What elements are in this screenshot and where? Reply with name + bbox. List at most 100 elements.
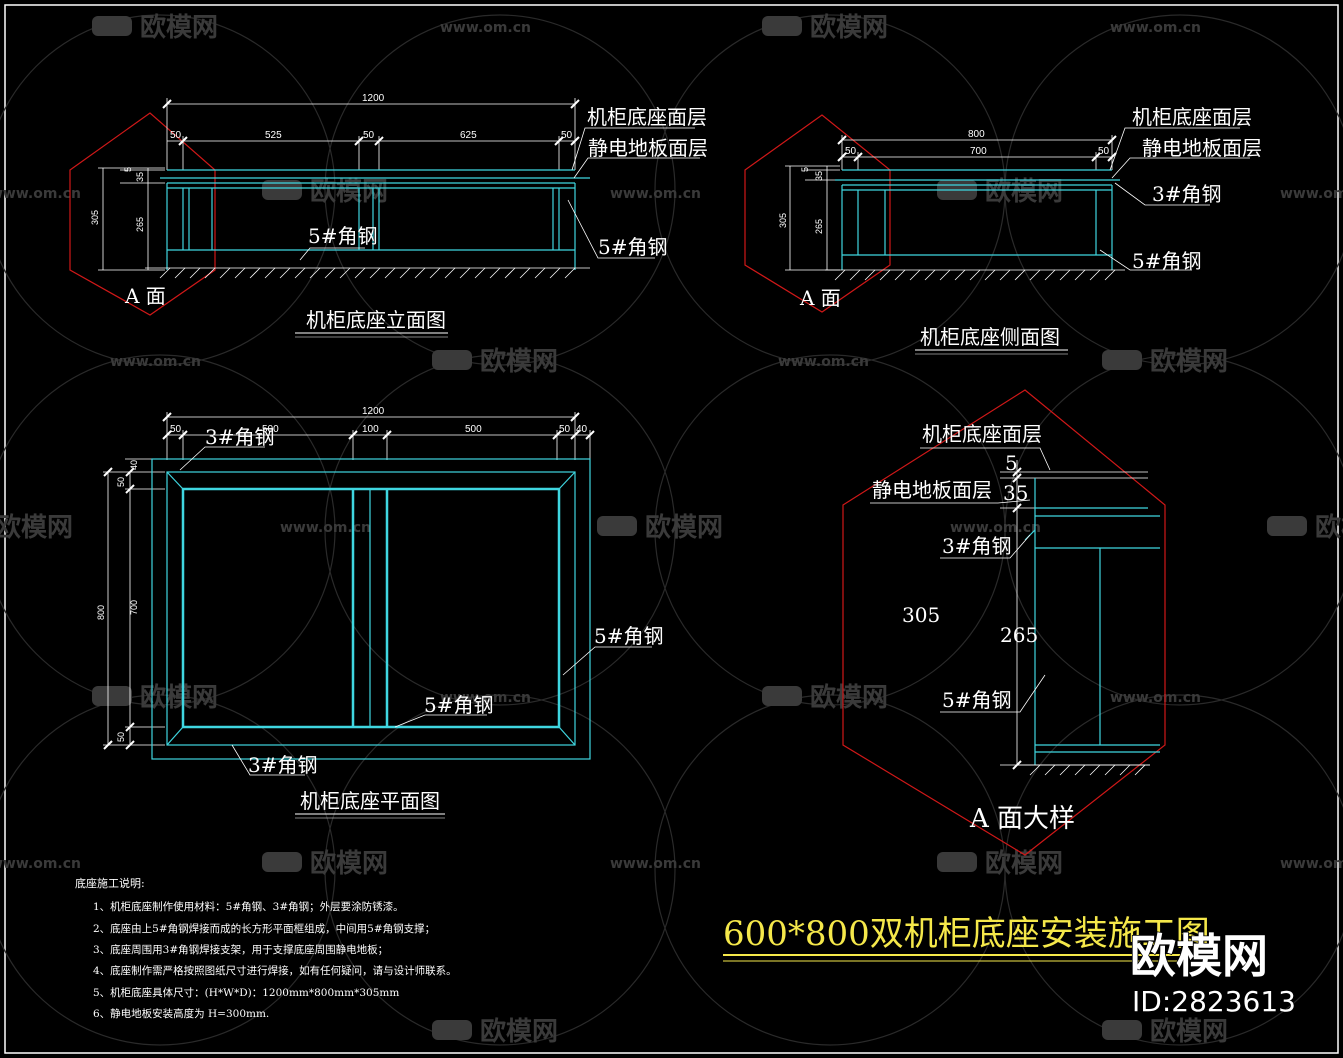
watermark-logo: 欧模网 [985,176,1063,207]
detail-callout-hexagon [69,112,216,316]
watermark-logo: 欧模网 [140,682,218,713]
dimension-value: 100 [362,424,379,435]
watermark-logo: 欧模网 [310,176,388,207]
label-top-layer: 机柜底座面层 [587,105,707,129]
watermark-url: www.om.cn [1280,186,1343,202]
dimension-value: 500 [262,424,279,435]
notes-item: 4、底座制作需严格按照图纸尺寸进行焊接，如有任何疑问，请与设计师联系。 [93,964,457,977]
watermark-logo: 欧模网 [1315,512,1343,543]
dimension-value: 50 [170,130,182,141]
watermark-url: www.om.cn [440,690,531,706]
dimension-depth: 50 [116,477,126,487]
dimension-depth: 800 [96,605,106,620]
dimension-height: 5 [123,167,133,172]
watermark-logo: 欧模网 [480,1016,558,1047]
elevation-view: 1200 50 525 50 625 50 305 265 5 35 [69,93,708,338]
detail-callout-hexagon [842,389,1166,856]
watermark-url: www.om.cn [950,520,1041,536]
dimension-depth: 700 [129,600,139,615]
notes-item: 3、底座周围用3#角钢焊接支架，用于支撑底座周围静电地板； [93,943,388,956]
watermark-logo: 欧模网 [810,682,888,713]
dimension-height: 35 [814,171,824,181]
dimension-depth: 50 [116,732,126,742]
watermark-logo: 欧模网 [480,346,558,377]
brand-logo: 欧模网 [1130,929,1268,983]
dimension-value: 5 [1005,451,1018,475]
face-label: A 面 [799,286,841,310]
label-top-layer: 机柜底座面层 [922,422,1042,446]
watermark-url: www.om.cn [110,354,201,370]
watermark-url: www.om.cn [1110,20,1201,36]
watermark-url: www.om.cn [1280,856,1343,872]
detail-view: 机柜底座面层 5 静电地板面层 35 3#角钢 305 265 5#角钢 A 面… [842,389,1166,856]
notes-item: 6、静电地板安装高度为 H=300mm. [93,1007,269,1020]
watermark-url: www.om.cn [440,20,531,36]
dimension-value: 35 [1003,481,1028,505]
dimension-depth: 40 [129,460,139,470]
dimension-height: 5 [800,167,810,172]
dimension-value: 305 [902,603,940,627]
notes-item: 5、机柜底座具体尺寸：(H*W*D)：1200mm*800mm*305mm [93,986,399,999]
notes-heading: 底座施工说明: [75,876,145,890]
dimension-height: 305 [90,210,100,225]
dimension-value: 40 [576,424,588,435]
dimension-value: 625 [460,130,477,141]
label-floor-layer: 静电地板面层 [872,478,992,502]
label-angle-steel: 5#角钢 [1132,249,1201,273]
dimension-value: 700 [970,146,987,157]
watermark-url: www.om.cn [0,856,81,872]
watermark-url: www.om.cn [610,186,701,202]
dimension-value: 525 [265,130,282,141]
view-caption: 机柜底座侧面图 [920,325,1060,349]
watermark-url: www.om.cn [778,354,869,370]
notes-item: 2、底座由上5#角钢焊接而成的长方形平面框组成，中间用5#角钢支撑； [93,922,435,935]
label-top-layer: 机柜底座面层 [1132,105,1252,129]
watermark-logo: 欧模网 [310,848,388,879]
drawing-title: 600*800双机柜底座安装施工图 [723,914,1210,954]
label-angle-steel: 5#角钢 [424,693,493,717]
brand-mark: 欧模网 ID:2823613 [1129,928,1296,1018]
watermark-url: www.om.cn [610,856,701,872]
dimension-value: 265 [1000,623,1038,647]
dimension-value: 50 [170,424,182,435]
label-floor-layer: 静电地板面层 [1142,136,1262,160]
view-caption: A 面大样 [969,804,1075,834]
view-caption: 机柜底座立面图 [306,308,446,332]
label-angle-steel: 5#角钢 [942,688,1011,712]
watermark-logo: 欧模网 [1150,346,1228,377]
title-block: 600*800双机柜底座安装施工图 [723,914,1210,962]
dimension-total: 800 [968,129,985,140]
watermark-url: www.om.cn [280,520,371,536]
dimension-total: 1200 [362,93,385,104]
construction-notes: 底座施工说明: 1、机柜底座制作使用材料：5#角钢、3#角钢；外层要涂防锈漆。 … [75,876,457,1020]
dimension-height: 265 [135,217,145,232]
dimension-value: 50 [845,146,857,157]
dimension-height: 35 [135,172,145,182]
label-floor-layer: 静电地板面层 [588,136,708,160]
face-label: A 面 [124,284,166,308]
watermark-logo: 欧模网 [645,512,723,543]
dimension-value: 50 [561,130,573,141]
watermark-layer: 欧模网 欧模网 欧模网 欧模网 欧模网 欧模网 欧模网 欧模网 欧模网 欧模网 … [0,12,1343,1047]
view-caption: 机柜底座平面图 [300,789,440,813]
watermark-url: www.om.cn [0,186,81,202]
dimension-value: 50 [1098,146,1110,157]
label-angle-steel: 5#角钢 [308,224,377,248]
label-angle-steel: 3#角钢 [942,534,1011,558]
label-angle-steel: 5#角钢 [598,235,667,259]
detail-callout-hexagon [744,114,891,313]
dimension-total: 1200 [362,406,385,417]
label-angle-steel: 3#角钢 [205,425,274,449]
plan-view: 1200 50 500 100 500 50 40 800 700 40 50 … [96,406,663,819]
label-angle-steel: 3#角钢 [1152,182,1221,206]
label-angle-steel: 5#角钢 [594,624,663,648]
dimension-value: 500 [465,424,482,435]
watermark-logo: 欧模网 [1150,1016,1228,1047]
dimension-height: 265 [814,219,824,234]
drawing-border [4,4,1339,1054]
watermark-logo: 欧模网 [810,12,888,43]
watermark-logo: 欧模网 [0,512,73,543]
notes-item: 1、机柜底座制作使用材料：5#角钢、3#角钢；外层要涂防锈漆。 [93,900,404,913]
watermark-logo: 欧模网 [985,848,1063,879]
